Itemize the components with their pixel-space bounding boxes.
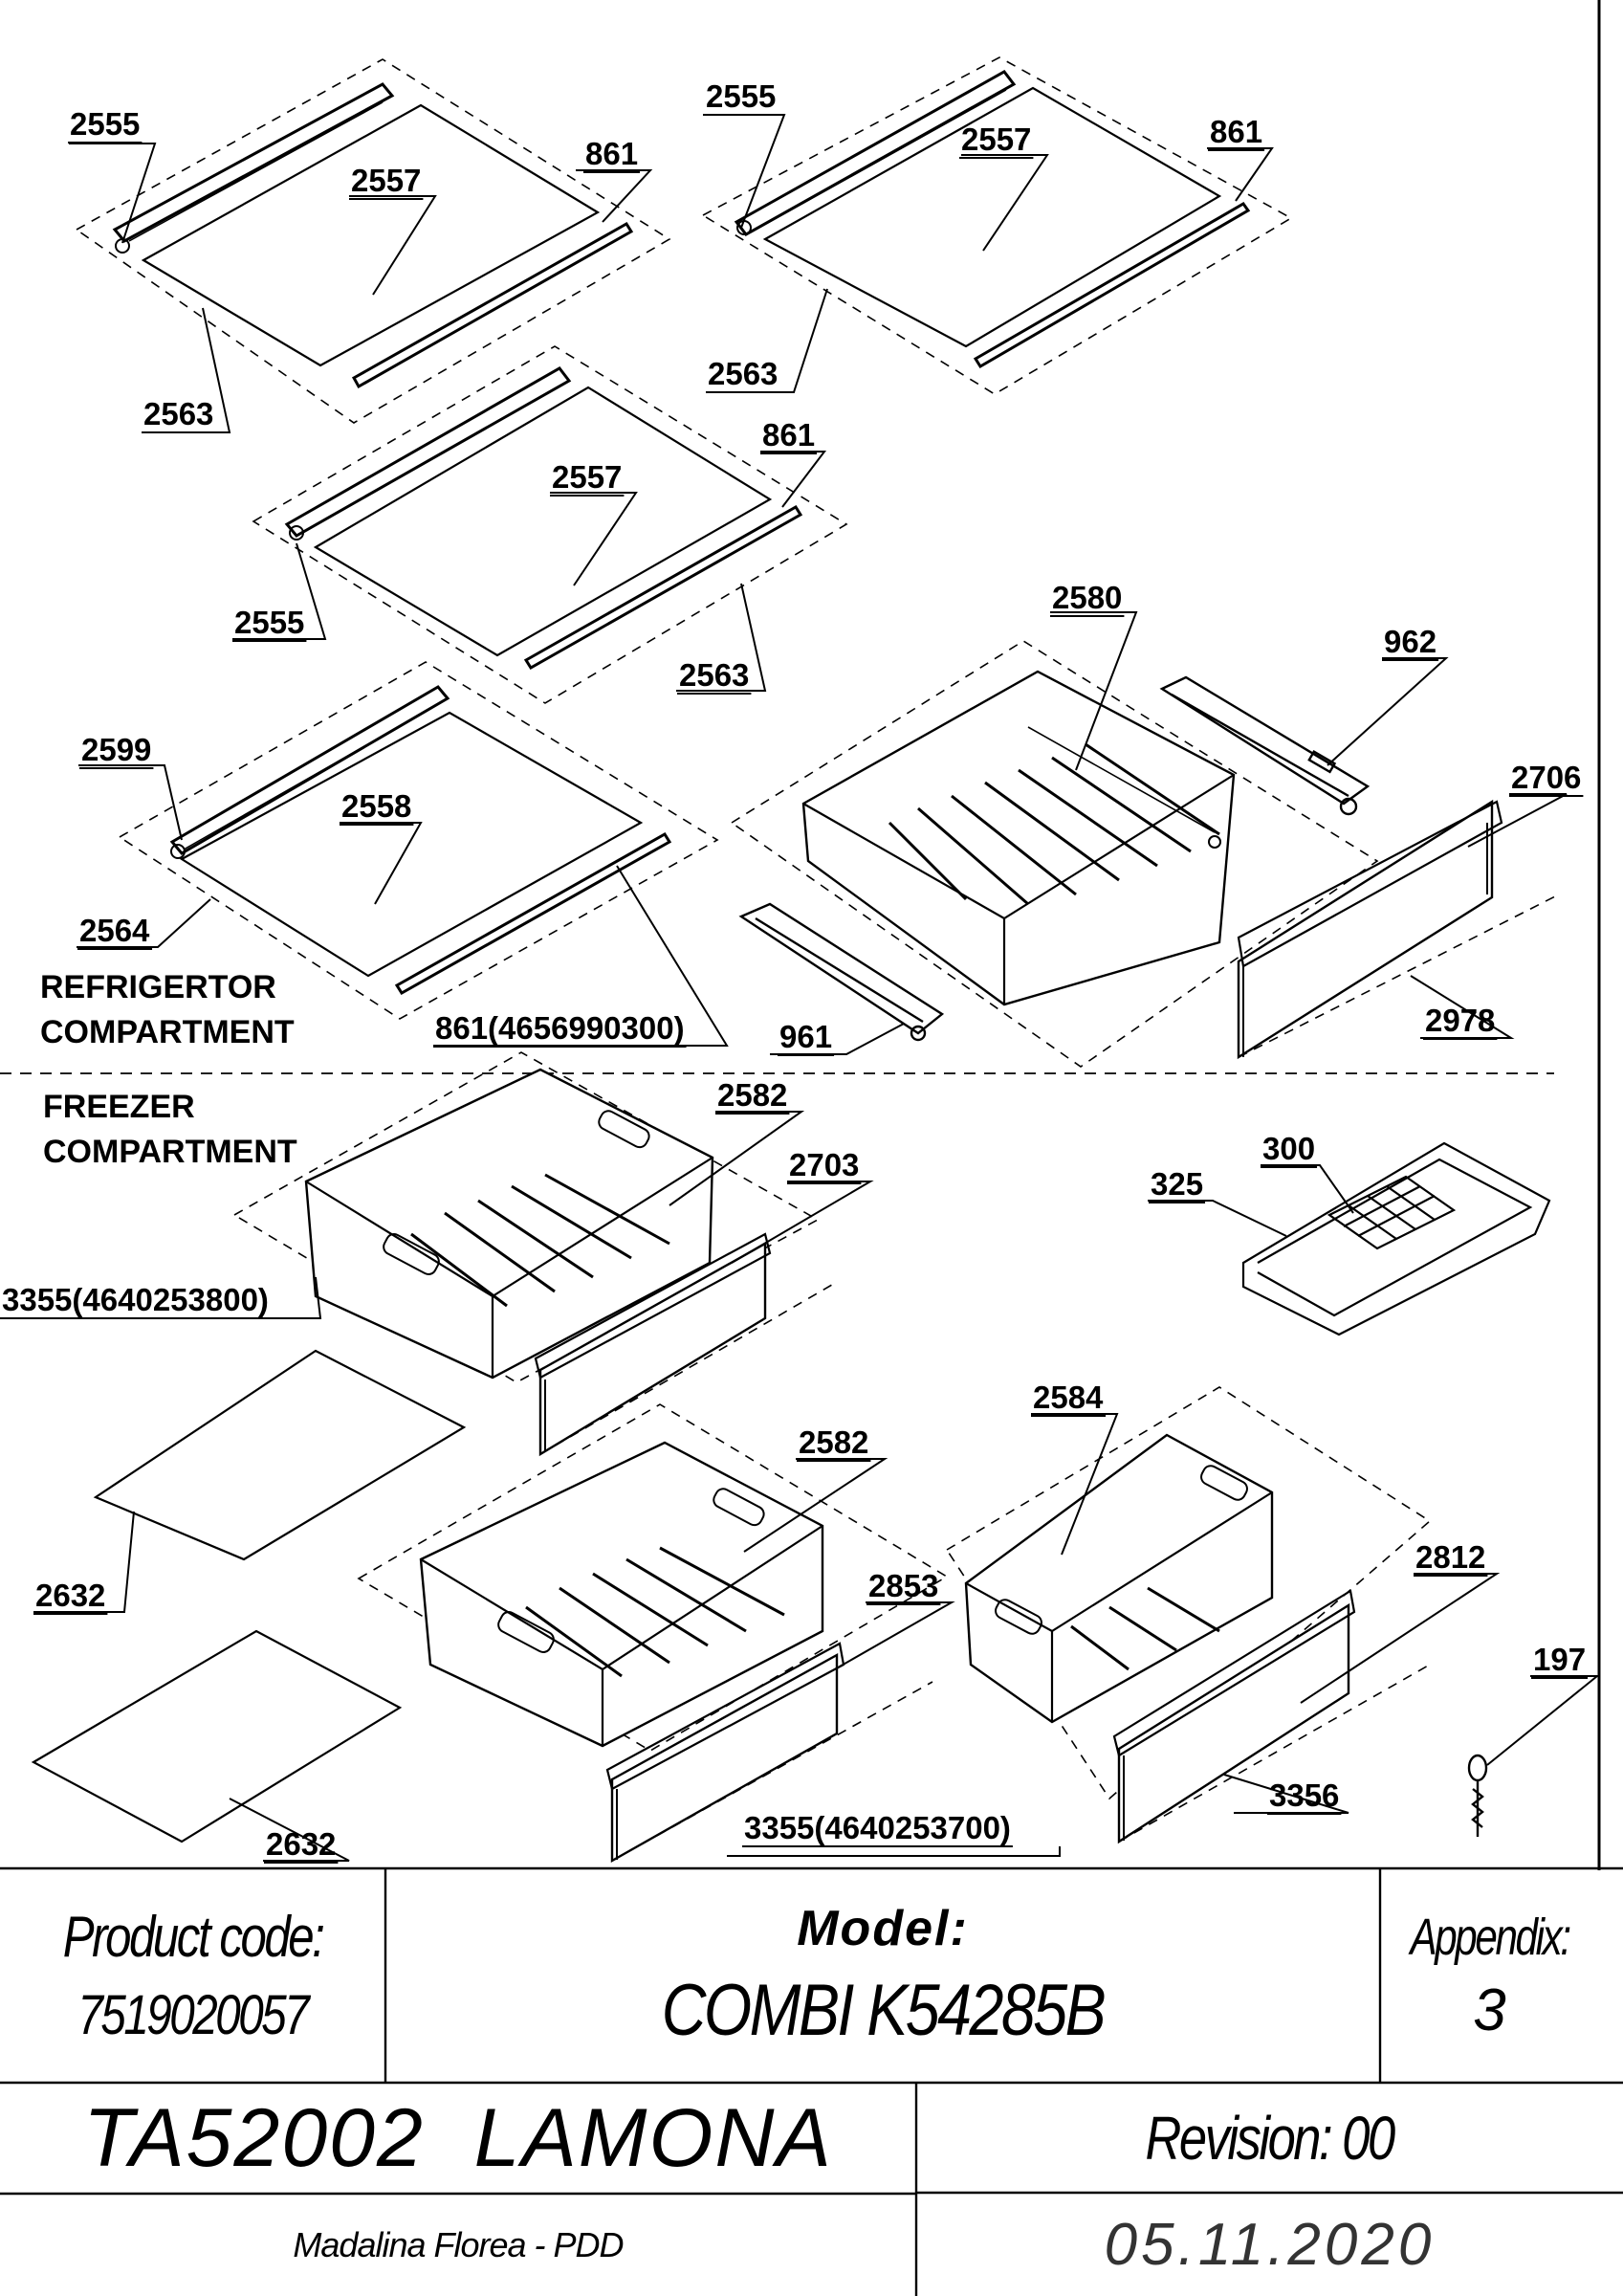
leaders-shelf-3: [232, 451, 827, 692]
label-197: 197: [1533, 1642, 1586, 1677]
label-861-c: 861: [762, 417, 815, 453]
label-2563-a: 2563: [143, 396, 213, 431]
appendix-label: Appendix:: [1410, 1908, 1571, 1966]
label-2853: 2853: [868, 1568, 938, 1603]
freezer-caption-line1: FREEZER: [43, 1089, 195, 1125]
label-2557-a: 2557: [351, 163, 421, 198]
label-2557-b: 2557: [961, 121, 1031, 157]
label-961: 961: [779, 1019, 832, 1054]
label-2812: 2812: [1415, 1539, 1485, 1575]
leaders-freezer-lower: [727, 1458, 1061, 1857]
label-2563-b: 2563: [708, 356, 778, 391]
leaders-ice-tray: [1148, 1164, 1354, 1237]
label-2584: 2584: [1033, 1380, 1104, 1415]
title-block-grid: [0, 1866, 1623, 2296]
label-2563-c: 2563: [679, 657, 749, 693]
label-3355-lower: 3355(4640253700): [744, 1810, 1011, 1845]
label-861-b: 861: [1210, 114, 1262, 149]
label-2599: 2599: [81, 732, 151, 767]
pin-197: [1467, 1754, 1488, 1837]
label-2555-b: 2555: [706, 78, 776, 114]
freezer-drawer-2584: [945, 1386, 1432, 1800]
glass-shelf-1: [75, 58, 671, 424]
label-2555-c: 2555: [234, 605, 304, 640]
glass-plate-2632-upper: [93, 1349, 467, 1561]
part-labels: 2555 2557 861 2563 2555 2557 861 2563 86…: [0, 78, 1589, 1864]
glass-shelf-2: [701, 56, 1293, 395]
label-2557-c: 2557: [552, 459, 622, 495]
leaders-glass-plates: [33, 1511, 350, 1862]
slide-rail-962: [1159, 675, 1371, 816]
date-cell: 05.11.2020: [916, 2193, 1623, 2296]
label-861-part-number: 861(4656990300): [435, 1010, 685, 1046]
freezer-drawer-2582-upper: [232, 1051, 820, 1383]
label-2555-a: 2555: [70, 106, 140, 142]
appendix-value: 3: [1473, 1976, 1506, 2043]
drawer-front-2706: [1237, 799, 1560, 1060]
leaders-pin: [1486, 1675, 1600, 1766]
glass-shelf-3: [252, 345, 848, 704]
brand-cell: TA52002 LAMONA: [0, 2083, 916, 2194]
label-300: 300: [1262, 1131, 1315, 1166]
glass-shelf-4: [118, 661, 719, 1020]
revision-cell: Revision: 00: [916, 2083, 1623, 2193]
glass-plate-2632-lower: [31, 1629, 403, 1843]
label-2632-upper: 2632: [35, 1578, 105, 1613]
freezer-drawer-2582-lower: [357, 1403, 949, 1752]
slide-rail-961: [738, 902, 945, 1042]
product-code-value: 7519020057: [77, 1984, 310, 2046]
label-962: 962: [1384, 624, 1437, 659]
compartment-captions: REFRIGERTOR COMPARTMENT FREEZER COMPARTM…: [40, 969, 297, 1170]
label-2582-b: 2582: [799, 1424, 868, 1460]
model-cell: Model: COMBI K54285B: [385, 1868, 1380, 2083]
revision-text: Revision: 00: [1145, 2103, 1396, 2173]
freezer-caption-line2: COMPARTMENT: [43, 1134, 297, 1170]
refrigerator-caption-line2: COMPARTMENT: [40, 1014, 295, 1050]
product-code-label: Product code:: [62, 1905, 325, 1969]
ice-tray-325: [1241, 1141, 1551, 1336]
label-861-a: 861: [585, 136, 638, 171]
author-cell: Madalina Florea - PDD: [0, 2194, 916, 2296]
author-text: Madalina Florea - PDD: [293, 2224, 624, 2264]
label-2582-a: 2582: [717, 1077, 787, 1113]
label-2558: 2558: [341, 788, 411, 824]
label-2706: 2706: [1511, 760, 1581, 795]
product-code-cell: Product code: 7519020057: [0, 1868, 385, 2083]
freezer-front-2703: [534, 1232, 838, 1457]
model-label: Model:: [797, 1900, 969, 1956]
label-325: 325: [1151, 1166, 1203, 1202]
brand-title: TA52002 LAMONA: [83, 2091, 833, 2184]
label-2632-lower: 2632: [266, 1826, 336, 1862]
fridge-drawer-2580: [730, 640, 1379, 1068]
freezer-front-2812: [1112, 1589, 1431, 1844]
date-text: 05.11.2020: [1104, 2211, 1436, 2278]
model-value: COMBI K54285B: [661, 1969, 1107, 2051]
label-3355-upper: 3355(4640253800): [2, 1282, 269, 1317]
label-2978: 2978: [1425, 1003, 1495, 1038]
appendix-cell: Appendix: 3: [1380, 1868, 1599, 2083]
label-3356: 3356: [1269, 1777, 1339, 1813]
refrigerator-caption-line1: REFRIGERTOR: [40, 969, 276, 1005]
label-2564: 2564: [79, 913, 150, 948]
label-2580: 2580: [1052, 580, 1122, 615]
label-2703: 2703: [789, 1147, 859, 1182]
